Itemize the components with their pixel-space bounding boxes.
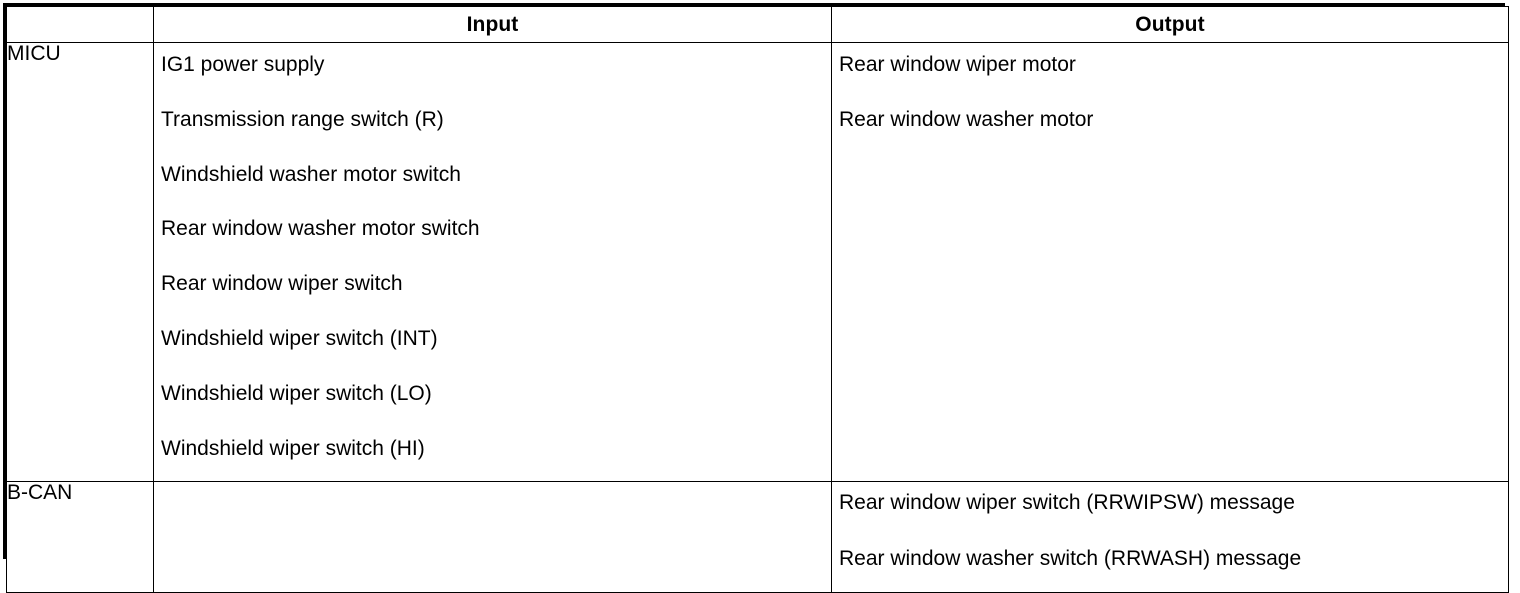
output-cell-bcan: Rear window wiper switch (RRWIPSW) messa… xyxy=(831,481,1509,593)
table-row-micu: MICU IG1 power supply Transmission range… xyxy=(6,41,1509,483)
output-list-bcan: Rear window wiper switch (RRWIPSW) messa… xyxy=(832,482,1508,592)
header-row: Input Output xyxy=(6,6,1509,43)
list-item: Rear window washer motor switch xyxy=(161,217,480,241)
column-header-output: Output xyxy=(831,6,1509,43)
column-header-module xyxy=(6,6,154,43)
list-item: Windshield washer motor switch xyxy=(161,162,461,186)
list-item: Rear window wiper switch (RRWIPSW) messa… xyxy=(839,491,1295,515)
table-header: Input Output xyxy=(6,6,1509,43)
list-item: Windshield wiper switch (LO) xyxy=(161,381,432,405)
list-item: Rear window wiper switch xyxy=(161,272,403,296)
output-cell-micu: Rear window wiper motor Rear window wash… xyxy=(831,41,1509,483)
list-item: Transmission range switch (R) xyxy=(161,107,444,131)
list-item: Rear window wiper motor xyxy=(839,53,1076,76)
column-header-input: Input xyxy=(153,6,832,43)
list-item: Windshield wiper switch (HI) xyxy=(161,436,425,460)
input-output-table: Input Output MICU IG1 power supply Trans… xyxy=(6,6,1509,593)
list-item: Rear window washer motor xyxy=(839,107,1094,131)
input-list-micu: IG1 power supply Transmission range swit… xyxy=(154,43,831,481)
io-table-container: Input Output MICU IG1 power supply Trans… xyxy=(3,3,1509,593)
module-label-bcan: B-CAN xyxy=(6,481,154,593)
output-list-micu: Rear window wiper motor Rear window wash… xyxy=(832,43,1508,153)
input-cell-micu: IG1 power supply Transmission range swit… xyxy=(153,41,832,483)
input-cell-bcan xyxy=(153,481,832,593)
list-item: Windshield wiper switch (INT) xyxy=(161,326,438,350)
table-row-bcan: B-CAN Rear window wiper switch (RRWIPSW)… xyxy=(6,481,1509,593)
table-body: MICU IG1 power supply Transmission range… xyxy=(6,41,1509,593)
list-item: Rear window washer switch (RRWASH) messa… xyxy=(839,547,1302,571)
list-item: IG1 power supply xyxy=(161,53,325,76)
module-label-micu: MICU xyxy=(6,41,154,483)
